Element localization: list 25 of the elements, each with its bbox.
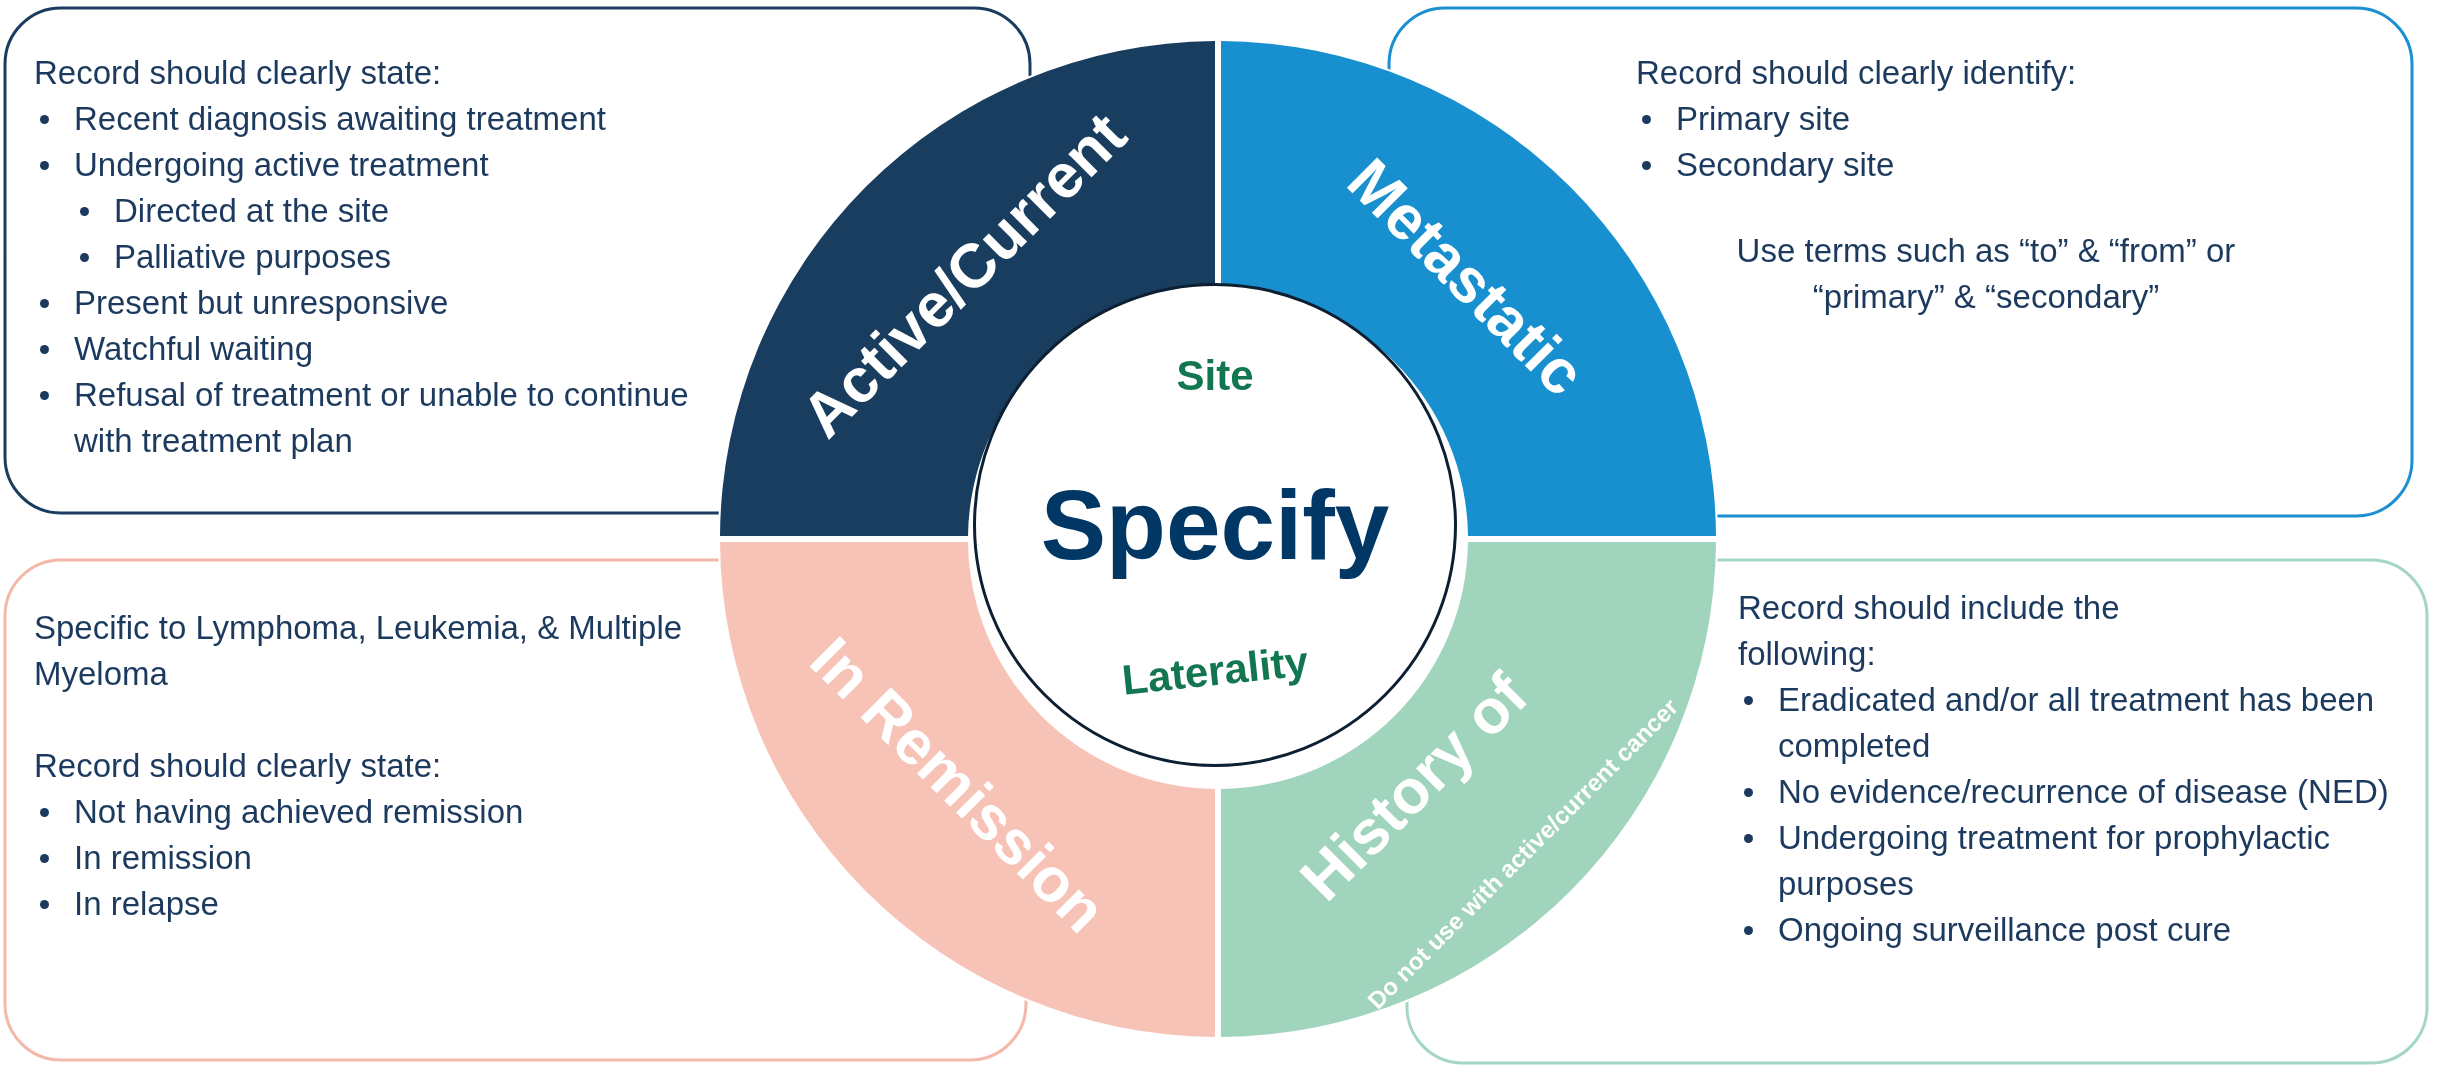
bullet-item: Watchful waiting xyxy=(34,326,734,372)
bullet-item: In remission xyxy=(34,835,714,881)
bullet-item: Undergoing treatment for prophylactic purposes xyxy=(1738,815,2408,907)
bullet-item: Not having achieved remission xyxy=(34,789,714,835)
box-text: Record should clearly state: xyxy=(34,746,443,786)
bullet-item: Eradicated and/or all treatment has been completed xyxy=(1738,677,2408,769)
note-text: Use terms such as “to” & “from” or “primary” & “secondary” xyxy=(1735,231,2237,317)
bullet-item: Undergoing active treatment xyxy=(34,142,734,188)
bullet-item: Ongoing surveillance post cure xyxy=(1738,907,2408,953)
bullet-item: Secondary site xyxy=(1636,142,2376,188)
center-subtitle: Site xyxy=(1176,351,1254,401)
box-text: Record should include the following: xyxy=(1738,588,2121,674)
bullet-item: In relapse xyxy=(34,881,714,927)
bullet-item: Refusal of treatment or unable to continue with treatment plan xyxy=(34,372,734,464)
bullet-item: Palliative purposes xyxy=(74,234,734,280)
box-text: Record should clearly state: xyxy=(34,53,443,93)
center-subtitle: Laterality xyxy=(1118,636,1312,706)
box-text: Specific to Lymphoma, Leukemia, & Multiple Myeloma xyxy=(34,608,684,694)
bullet-item: Present but unresponsive xyxy=(34,280,734,326)
bullet-item: Primary site xyxy=(1636,96,2376,142)
bullet-item: Recent diagnosis awaiting treatment xyxy=(34,96,734,142)
box-text: Record should clearly identify: xyxy=(1636,53,2078,93)
center-title: Specify xyxy=(1040,470,1390,580)
bullet-item: Directed at the site xyxy=(74,188,734,234)
bullet-item: No evidence/recurrence of disease (NED) xyxy=(1738,769,2408,815)
